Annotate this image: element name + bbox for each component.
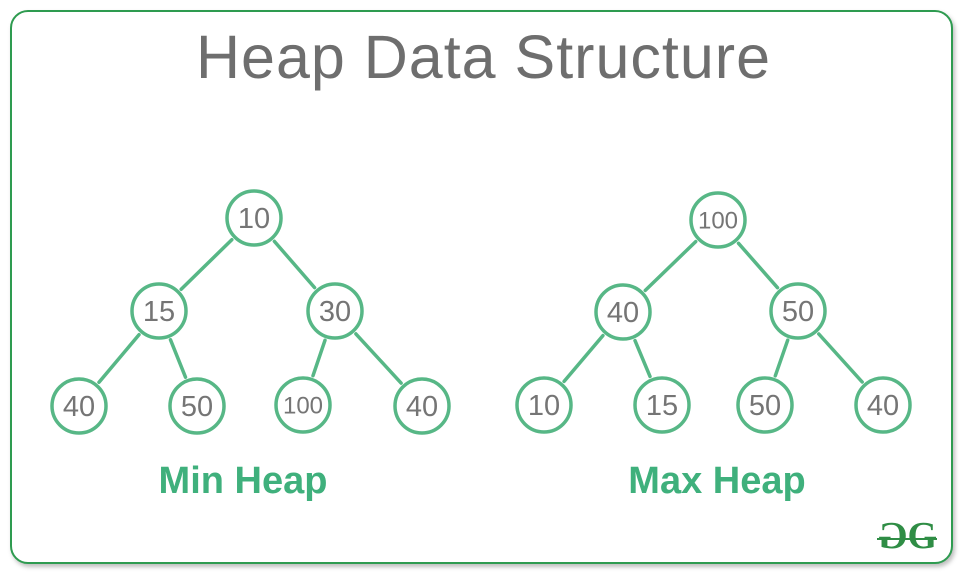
logo-letter-g: G	[907, 515, 937, 557]
min-heap-edge	[168, 338, 188, 379]
max-heap-edge	[643, 239, 698, 293]
min-heap-edge	[272, 239, 317, 290]
min-heap-node-value: 50	[181, 391, 213, 423]
min-heap-node-circle	[50, 377, 108, 435]
max-heap-label: Max Heap	[628, 460, 806, 502]
gfg-logo-icon: GG	[876, 515, 937, 557]
min-heap-node-circle	[225, 189, 283, 247]
max-heap-node-circle	[769, 282, 827, 340]
min-heap-node-circle	[168, 377, 226, 435]
min-heap-node-value: 40	[406, 391, 438, 423]
min-heap-node-circle	[393, 377, 451, 435]
max-heap-node-value: 50	[749, 390, 781, 422]
min-heap-edge	[311, 338, 327, 378]
min-heap-edge	[179, 237, 234, 292]
min-heap-node-circle	[274, 376, 332, 434]
max-heap-edge	[817, 332, 864, 384]
min-heap-edge	[97, 332, 141, 385]
max-heap-node-circle	[633, 376, 691, 434]
max-heap-node-circle	[689, 191, 747, 249]
max-heap-edge	[773, 338, 790, 378]
min-heap-label: Min Heap	[158, 460, 328, 502]
min-heap-node-value: 15	[143, 296, 175, 328]
max-heap-edge	[562, 333, 605, 384]
max-heap-node-circle	[736, 376, 794, 434]
min-heap-node-circle	[306, 282, 364, 340]
min-heap-node-value: 10	[238, 203, 270, 235]
min-heap-node-value: 40	[63, 391, 95, 423]
max-heap-node-value: 50	[782, 296, 814, 328]
max-heap-node-circle	[594, 283, 652, 341]
min-heap-edge	[354, 332, 403, 385]
logo-crossbar	[876, 537, 937, 541]
max-heap-node-value: 15	[646, 390, 678, 422]
min-heap-node-value: 30	[319, 296, 351, 328]
max-heap-edge	[633, 338, 652, 379]
max-heap-node-circle	[854, 376, 912, 434]
max-heap-node-value: 100	[698, 208, 738, 235]
max-heap-node-value: 10	[528, 390, 560, 422]
max-heap-node-circle	[515, 376, 573, 434]
max-heap-edge	[736, 241, 780, 290]
min-heap-node-value: 100	[283, 393, 323, 420]
min-heap-node-circle	[130, 282, 188, 340]
logo-letter-mirrored-g: G	[880, 515, 908, 557]
max-heap-node-value: 40	[867, 390, 899, 422]
page-title: Heap Data Structure	[195, 23, 772, 91]
max-heap-node-value: 40	[607, 297, 639, 329]
